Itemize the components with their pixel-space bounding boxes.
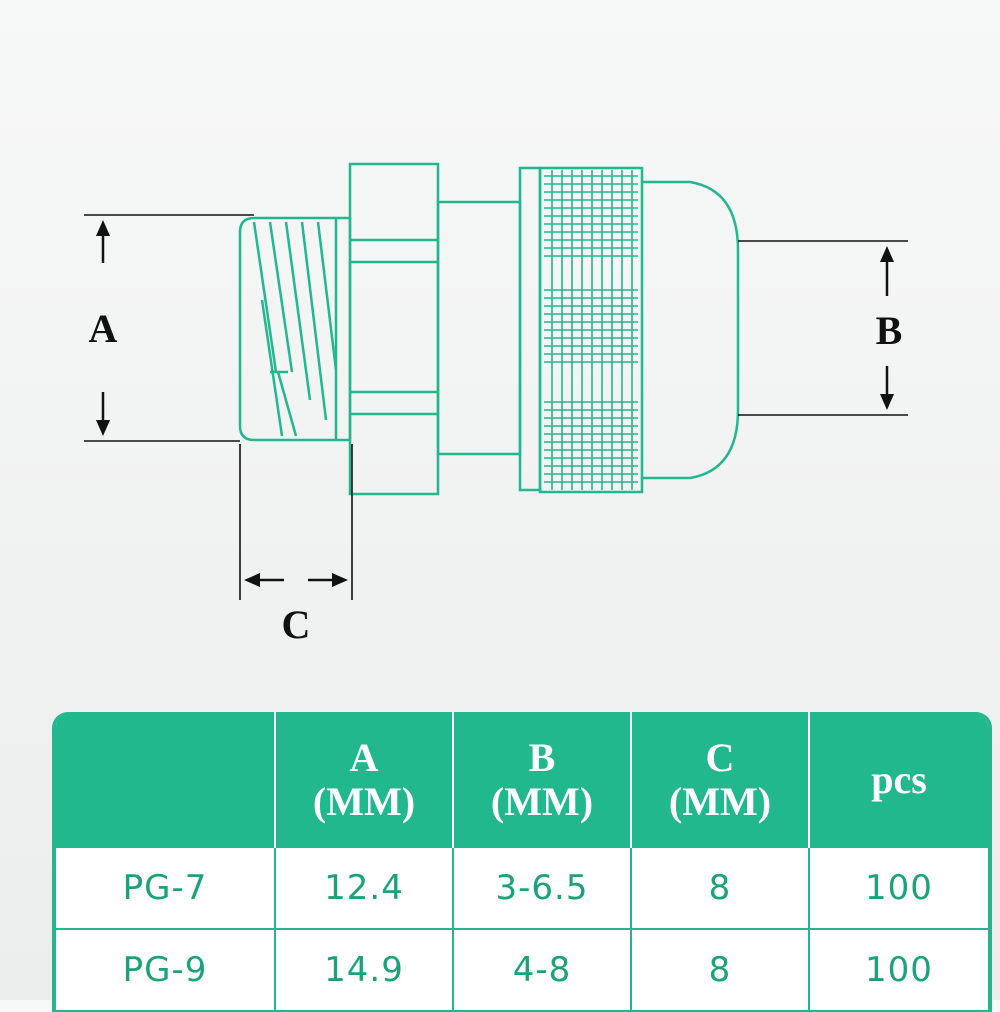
header-pcs-letter: pcs	[871, 757, 927, 802]
header-b: B (MM)	[454, 712, 632, 848]
arrowhead-a-down	[96, 420, 110, 436]
spec-table-header: A (MM) B (MM) C (MM) pcs	[56, 712, 988, 848]
header-pcs: pcs	[810, 712, 988, 848]
knurled-cap	[538, 166, 644, 494]
header-b-unit: (MM)	[490, 779, 594, 824]
dome-seal	[642, 180, 740, 480]
header-a-letter: A	[349, 735, 379, 780]
header-a-unit: (MM)	[312, 779, 416, 824]
arrowhead-a-up	[96, 220, 110, 236]
dimension-label-a: A	[89, 306, 118, 351]
header-c-unit: (MM)	[668, 779, 772, 824]
header-a: A (MM)	[276, 712, 454, 848]
cable-gland-drawing	[238, 162, 740, 496]
header-b-letter: B	[528, 735, 556, 780]
header-c: C (MM)	[632, 712, 810, 848]
arrowhead-b-up	[880, 246, 894, 262]
dimension-label-c: C	[282, 602, 311, 647]
spec-table: A (MM) B (MM) C (MM) pcs PG-7 12.4 3-6.5…	[52, 712, 992, 1012]
dimension-b-extension-lines	[738, 240, 908, 416]
neck	[436, 200, 522, 456]
dimension-a-extension-lines	[84, 214, 254, 442]
threaded-body	[238, 216, 352, 442]
cell-a: 12.4	[276, 848, 454, 930]
header-c-letter: C	[705, 735, 735, 780]
table-row: PG-7 12.4 3-6.5 8 100	[56, 848, 988, 930]
header-row: A (MM) B (MM) C (MM) pcs	[56, 712, 988, 848]
dimension-label-b: B	[876, 308, 903, 353]
cell-pcs: 100	[810, 848, 988, 930]
cable-gland-diagram: A B C	[84, 162, 908, 647]
arrowhead-b-down	[880, 394, 894, 410]
collar	[518, 166, 542, 492]
cell-model: PG-7	[56, 848, 276, 930]
dimension-lines	[84, 214, 908, 600]
arrowhead-c-right	[332, 573, 348, 587]
cell-c: 8	[632, 848, 810, 930]
hex-nut	[348, 162, 440, 496]
header-model	[56, 712, 276, 848]
arrowhead-c-left	[244, 573, 260, 587]
spec-table-body: PG-7 12.4 3-6.5 8 100 PG-9 14.9 4-8 8 10…	[56, 848, 988, 1012]
cell-b: 3-6.5	[454, 848, 632, 930]
dimension-c-extension-lines	[239, 444, 353, 600]
